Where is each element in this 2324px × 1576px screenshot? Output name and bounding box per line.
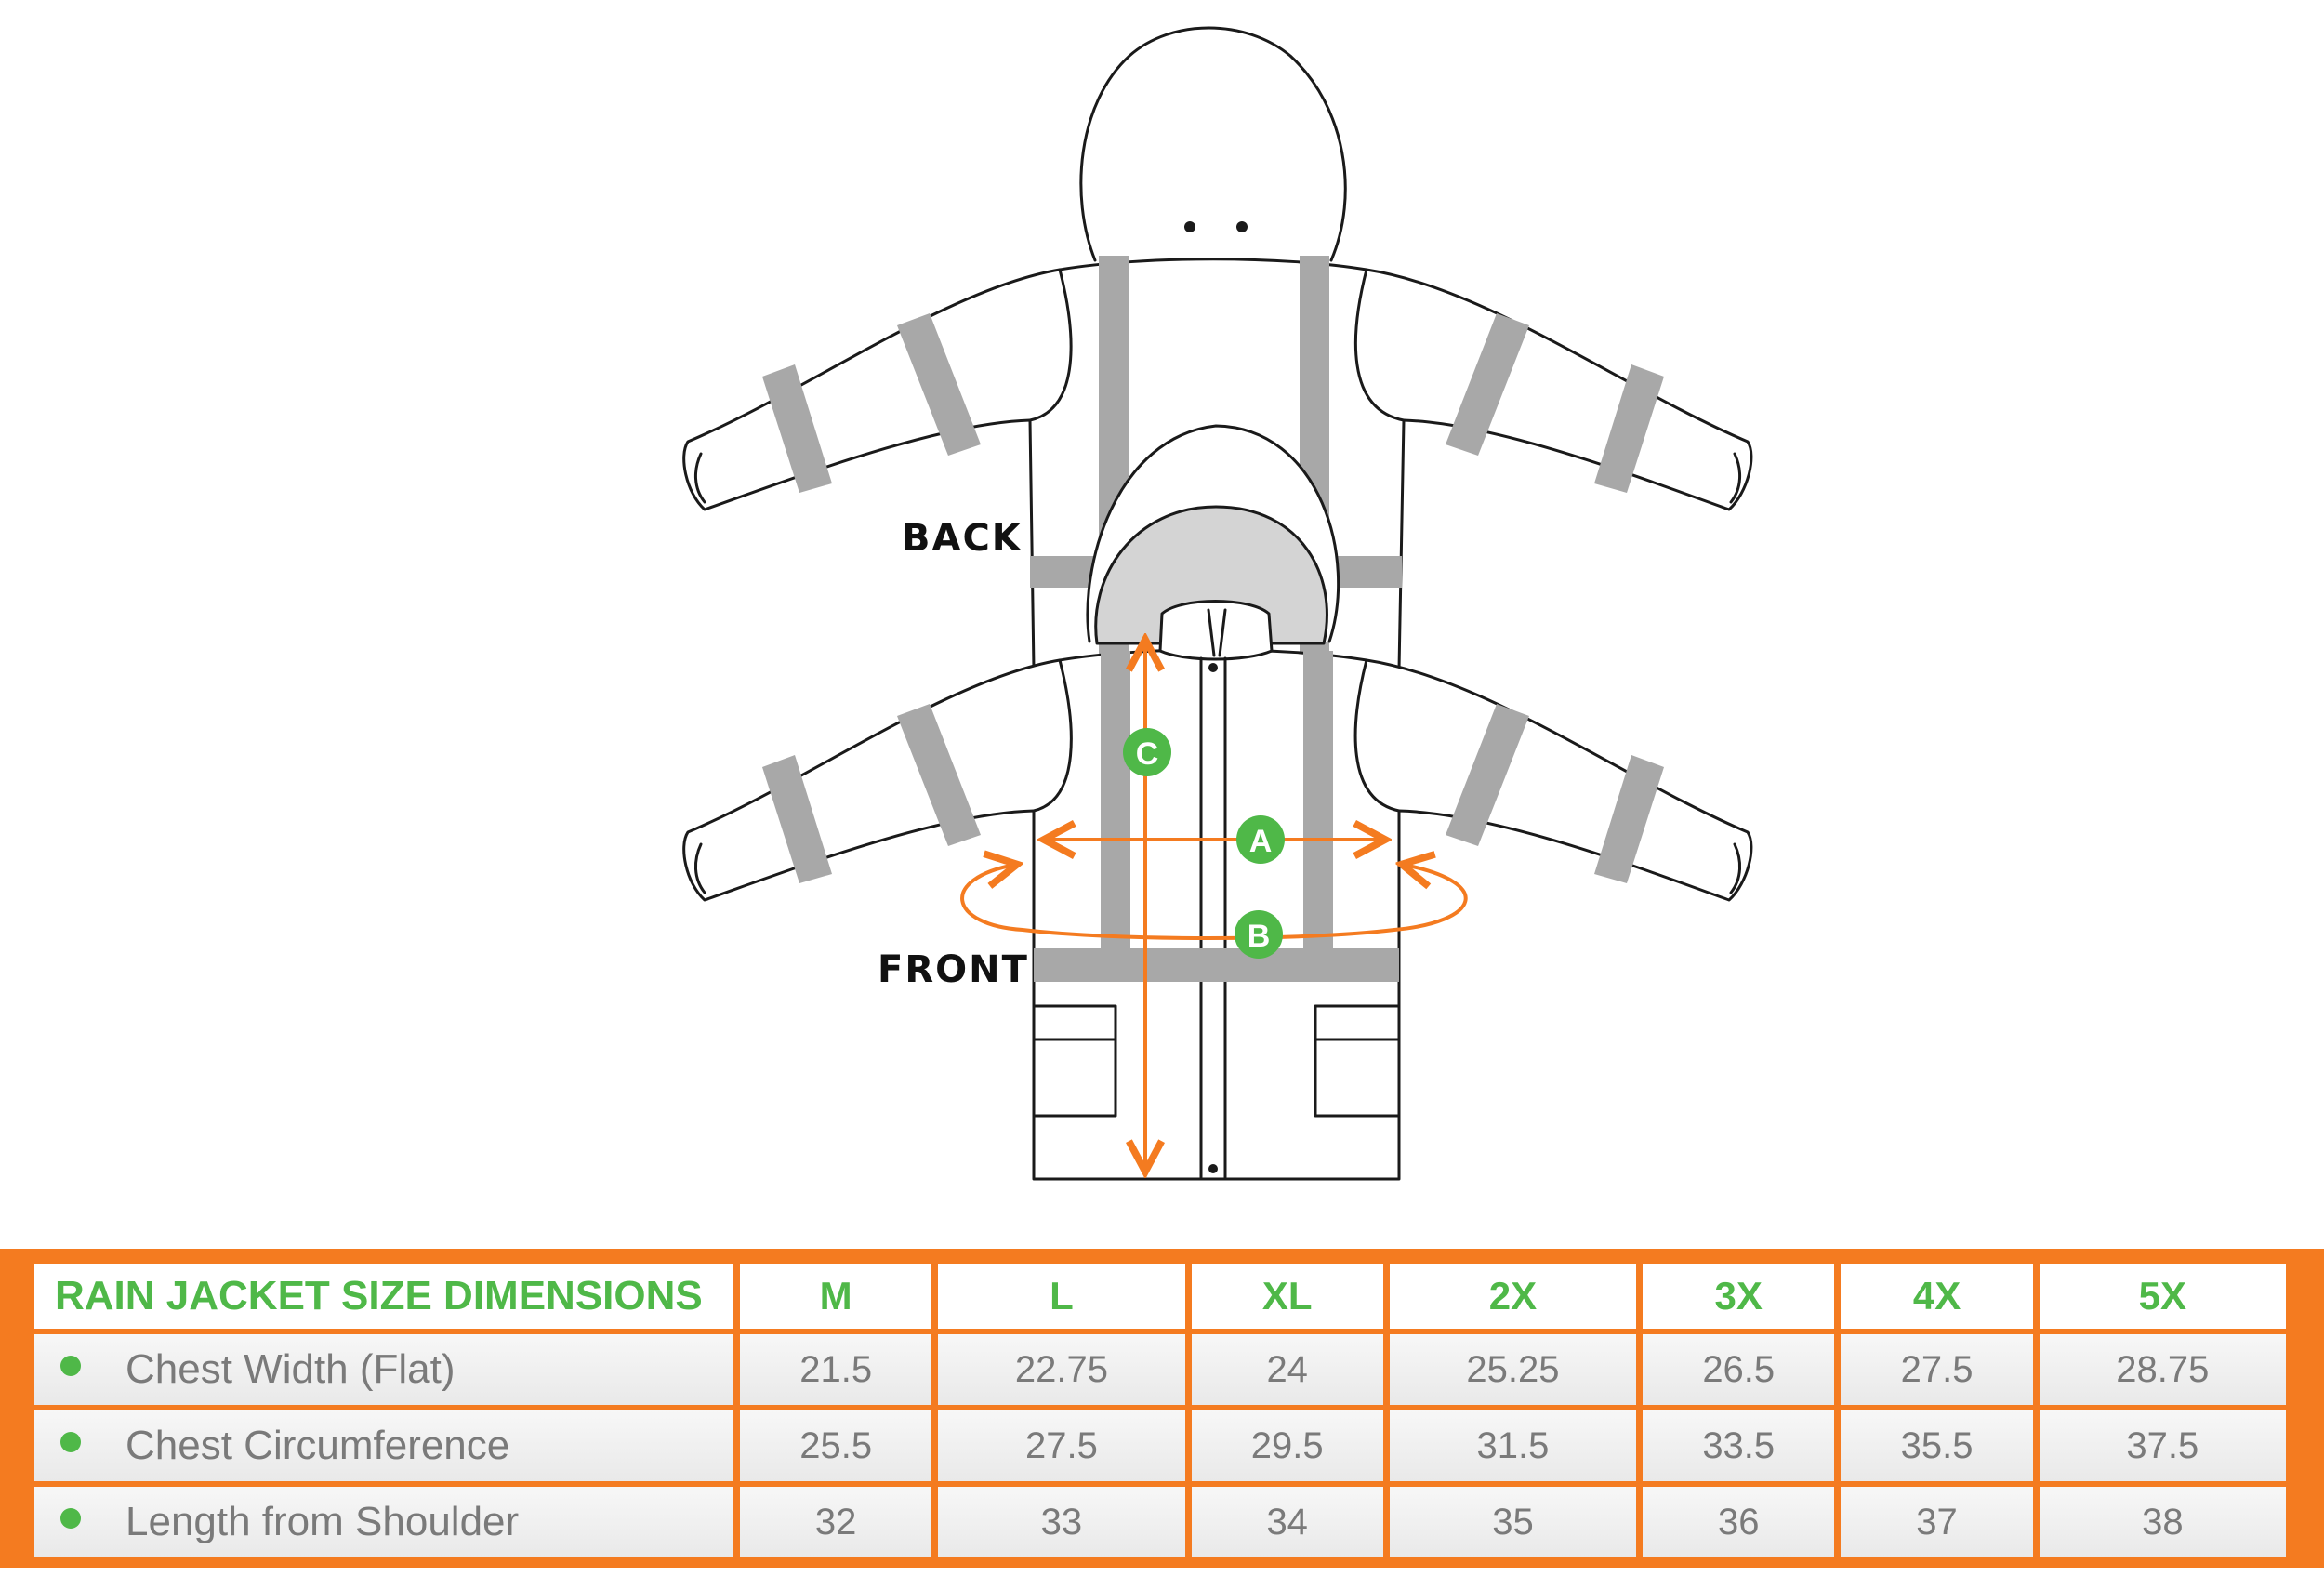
table-cell: 33 (938, 1487, 1185, 1557)
table-cell: 27.5 (1841, 1334, 2033, 1405)
row-label-text: Chest Width (Flat) (125, 1346, 456, 1392)
size-table-container: RAIN JACKET SIZE DIMENSIONS M L XL 2X 3X… (0, 1249, 2324, 1568)
table-cell: 24 (1191, 1334, 1383, 1405)
table-row-length-from-shoulder: Length from Shoulder 32 33 34 35 36 37 3… (34, 1487, 2286, 1557)
row-label-length-from-shoulder: Length from Shoulder (34, 1487, 733, 1557)
table-cell: 27.5 (938, 1410, 1185, 1481)
chest-circumference-arrow (960, 865, 1468, 940)
size-header-5x: 5X (2039, 1264, 2286, 1329)
marker-c-label: C (1136, 736, 1159, 772)
marker-c: C (1123, 728, 1171, 776)
table-cell: 38 (2039, 1487, 2286, 1557)
table-cell: 26.5 (1643, 1334, 1835, 1405)
marker-a-label: A (1249, 824, 1273, 859)
table-cell: 22.75 (938, 1334, 1185, 1405)
marker-b: B (1235, 910, 1283, 959)
row-label-chest-circumference: Chest Circumference (34, 1410, 733, 1481)
table-row-chest-circumference: Chest Circumference 25.5 27.5 29.5 31.5 … (34, 1410, 2286, 1481)
table-cell: 35 (1389, 1487, 1637, 1557)
table-cell: 25.25 (1389, 1334, 1637, 1405)
size-header-m: M (740, 1264, 932, 1329)
front-reflective-tape (762, 651, 1664, 982)
marker-a: A (1236, 815, 1285, 864)
table-cell: 36 (1643, 1487, 1835, 1557)
table-cell: 32 (740, 1487, 932, 1557)
bullet-icon (60, 1432, 81, 1453)
row-label-text: Chest Circumference (125, 1423, 510, 1468)
table-cell: 35.5 (1841, 1410, 2033, 1481)
table-row-chest-width: Chest Width (Flat) 21.5 22.75 24 25.25 2… (34, 1334, 2286, 1405)
table-cell: 29.5 (1191, 1410, 1383, 1481)
bullet-icon (60, 1508, 81, 1530)
marker-b-label: B (1248, 919, 1271, 954)
bullet-icon (60, 1356, 81, 1377)
zipper-dots (1208, 663, 1218, 1173)
size-header-3x: 3X (1643, 1264, 1835, 1329)
size-header-l: L (938, 1264, 1185, 1329)
table-cell: 28.75 (2039, 1334, 2286, 1405)
table-cell: 37.5 (2039, 1410, 2286, 1481)
front-jacket (682, 424, 1753, 1181)
table-cell: 33.5 (1643, 1410, 1835, 1481)
jacket-diagram: C A B BACK FRONT (682, 26, 1753, 1181)
table-title: RAIN JACKET SIZE DIMENSIONS (34, 1264, 733, 1329)
row-label-chest-width: Chest Width (Flat) (34, 1334, 733, 1405)
table-cell: 21.5 (740, 1334, 932, 1405)
size-header-2x: 2X (1389, 1264, 1637, 1329)
back-label: BACK (902, 517, 1023, 560)
size-header-xl: XL (1191, 1264, 1383, 1329)
table-cell: 31.5 (1389, 1410, 1637, 1481)
table-header-row: RAIN JACKET SIZE DIMENSIONS M L XL 2X 3X… (34, 1264, 2286, 1329)
table-cell: 25.5 (740, 1410, 932, 1481)
row-label-text: Length from Shoulder (125, 1499, 520, 1544)
front-label: FRONT (878, 948, 1029, 991)
table-cell: 37 (1841, 1487, 2033, 1557)
jacket-illustration: C A B (682, 26, 1753, 1181)
table-cell: 34 (1191, 1487, 1383, 1557)
size-table: RAIN JACKET SIZE DIMENSIONS M L XL 2X 3X… (28, 1258, 2292, 1563)
hood-eyelets (1184, 221, 1248, 232)
size-header-4x: 4X (1841, 1264, 2033, 1329)
